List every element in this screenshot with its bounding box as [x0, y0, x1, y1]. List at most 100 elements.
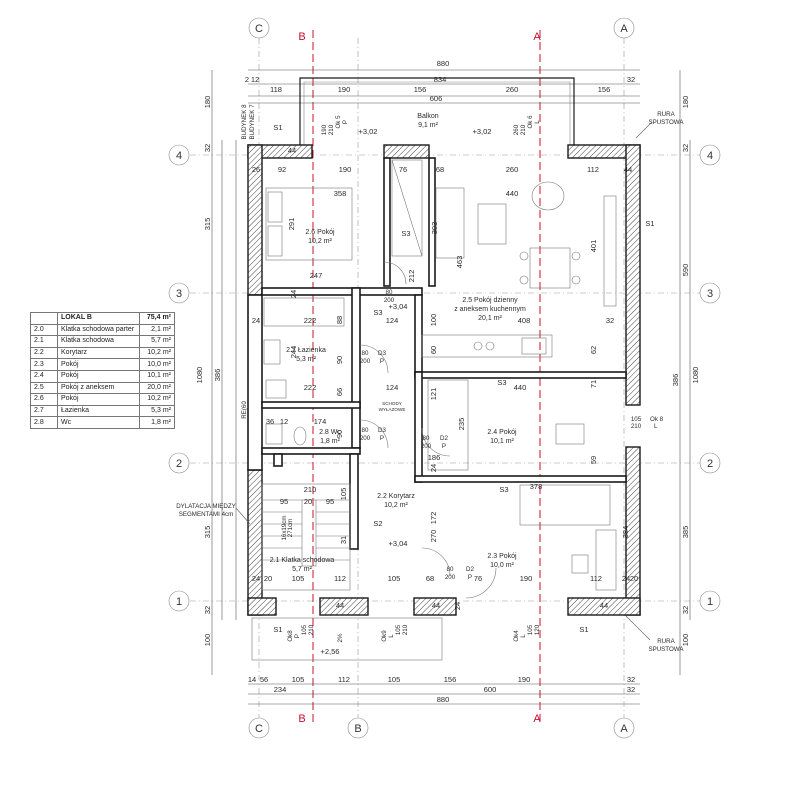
svg-text:212: 212	[407, 270, 416, 283]
svg-text:124: 124	[386, 316, 399, 325]
svg-text:24: 24	[289, 290, 298, 298]
svg-text:+3,02: +3,02	[359, 127, 378, 136]
svg-text:100: 100	[429, 314, 438, 327]
svg-text:105: 105	[388, 574, 401, 583]
svg-text:24: 24	[453, 602, 462, 610]
svg-text:834: 834	[434, 75, 447, 84]
svg-text:S1: S1	[645, 219, 654, 228]
svg-text:234: 234	[274, 685, 287, 694]
svg-text:SPUSTOWA: SPUSTOWA	[648, 646, 684, 653]
svg-text:26: 26	[252, 165, 260, 174]
section-label: B	[298, 31, 305, 43]
svg-text:2: 2	[707, 458, 713, 470]
svg-text:180: 180	[681, 96, 690, 109]
svg-text:32: 32	[681, 606, 690, 614]
svg-text:32: 32	[606, 316, 614, 325]
svg-text:31: 31	[339, 536, 348, 544]
svg-text:95: 95	[280, 497, 288, 506]
svg-text:20: 20	[264, 574, 272, 583]
svg-text:24: 24	[429, 464, 438, 472]
svg-text:100: 100	[681, 634, 690, 647]
svg-text:SCHODY: SCHODY	[382, 401, 402, 406]
svg-text:66: 66	[335, 388, 344, 396]
svg-text:32: 32	[627, 75, 635, 84]
svg-text:24: 24	[252, 574, 260, 583]
axis-markers-top: C B A A	[248, 17, 635, 43]
left-dimensions: 180 32 315 1080 386 315 32 100 RE(60	[195, 70, 248, 675]
axis-label: C	[255, 23, 263, 35]
room-area: 5,3 m²	[296, 356, 317, 363]
svg-text:24: 24	[622, 574, 630, 583]
table-row: 2.2 Korytarz 10,2 m²	[30, 346, 175, 360]
svg-text:2: 2	[176, 458, 182, 470]
svg-text:76: 76	[399, 165, 407, 174]
window-dim: 260210	[513, 124, 527, 135]
svg-text:60: 60	[429, 346, 438, 354]
window-label: Ok 6L	[527, 115, 541, 129]
svg-text:174: 174	[314, 417, 327, 426]
svg-text:112: 112	[334, 574, 346, 583]
section-label: B	[298, 713, 305, 725]
window-label: Ok8P	[287, 630, 301, 642]
table-title: LOKAL B	[57, 312, 140, 325]
svg-text:S3: S3	[499, 485, 508, 494]
bottom-dimensions: 14 56 105 112 105 156 190 32 234 600 32 …	[248, 675, 640, 705]
staircase	[261, 483, 351, 591]
svg-text:2%: 2%	[337, 633, 344, 642]
svg-text:+3,02: +3,02	[473, 127, 492, 136]
svg-text:244: 244	[289, 346, 298, 359]
svg-text:+3,04: +3,04	[389, 539, 408, 548]
svg-text:WYŁAZOWE: WYŁAZOWE	[379, 407, 406, 412]
svg-text:401: 401	[589, 240, 598, 253]
svg-text:440: 440	[514, 383, 527, 392]
svg-text:1080: 1080	[691, 367, 700, 384]
svg-text:222: 222	[304, 383, 317, 392]
room-name: 2.8 Wc	[319, 429, 341, 436]
top-dimensions: 880 2 12 834 32 118 190 156 260 156 606	[245, 59, 640, 104]
room-name: 2.1 Klatka schodowa	[270, 557, 335, 564]
svg-text:121: 121	[429, 388, 438, 401]
svg-text:463: 463	[455, 256, 464, 269]
window-dim: 105210	[301, 624, 315, 635]
axis-markers-bottom: C B B A A	[248, 713, 635, 739]
table-header-row: LOKAL B 75,4 m²	[30, 312, 175, 325]
room-name: 2.2 Korytarz	[377, 493, 415, 500]
svg-text:56: 56	[260, 675, 268, 684]
svg-text:92: 92	[278, 165, 286, 174]
svg-text:180: 180	[203, 96, 212, 109]
room-name: 2.7 Łazienka	[286, 347, 326, 354]
svg-text:186: 186	[428, 453, 441, 462]
svg-text:2: 2	[245, 75, 249, 84]
svg-text:105: 105	[292, 675, 305, 684]
svg-text:1080: 1080	[195, 367, 204, 384]
svg-text:260: 260	[506, 165, 519, 174]
svg-text:315: 315	[203, 526, 212, 539]
svg-text:32: 32	[203, 606, 212, 614]
axis-label: B	[354, 723, 361, 735]
svg-text:44: 44	[288, 146, 296, 155]
table-row: 2.5 Pokój z aneksem 20,0 m²	[30, 381, 175, 395]
balcony	[299, 77, 575, 145]
svg-text:315: 315	[203, 218, 212, 231]
svg-text:12: 12	[251, 75, 259, 84]
svg-text:44: 44	[432, 601, 440, 610]
svg-text:190: 190	[338, 85, 351, 94]
window-label: Ok9L	[381, 630, 395, 642]
svg-text:+2,56: +2,56	[321, 647, 340, 656]
room-name: 2.4 Pokój	[487, 429, 517, 436]
axis-label: A	[620, 23, 628, 35]
svg-text:S3: S3	[401, 229, 410, 238]
axis-markers-right: 4 3 2 1	[699, 144, 721, 612]
svg-text:190: 190	[520, 574, 533, 583]
svg-text:1: 1	[707, 596, 713, 608]
svg-text:1: 1	[176, 596, 182, 608]
svg-text:271cm: 271cm	[287, 519, 294, 538]
doors	[359, 261, 497, 599]
svg-text:+3,04: +3,04	[389, 302, 408, 311]
